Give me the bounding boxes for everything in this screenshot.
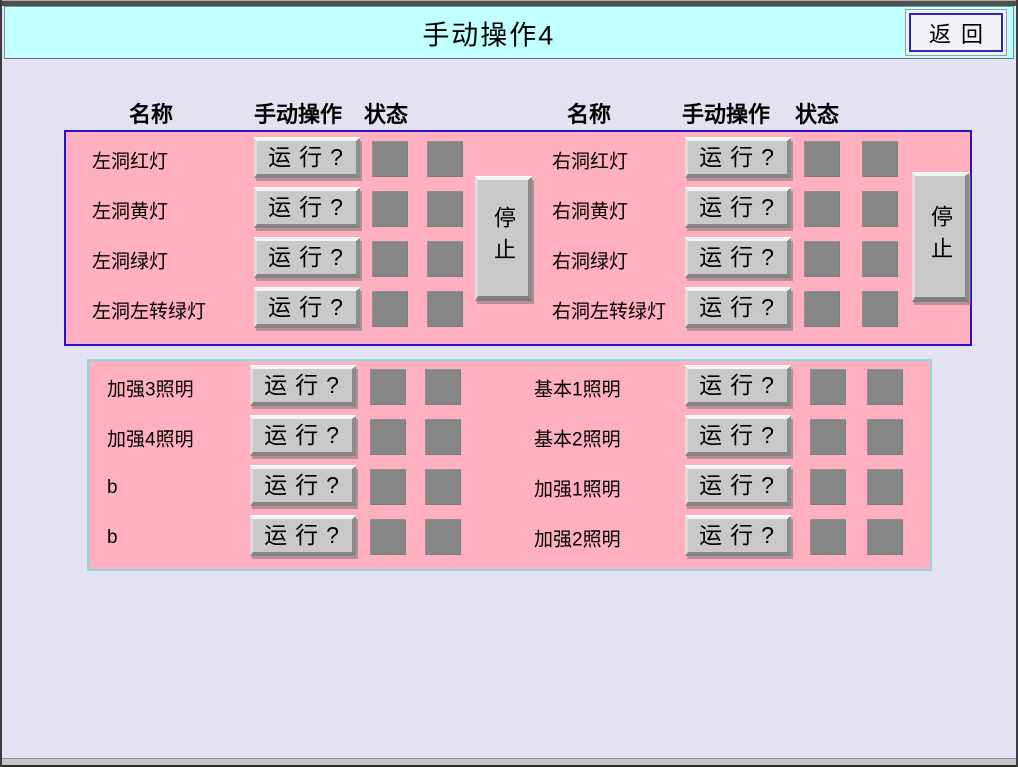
device-label: 加强3照明 <box>107 379 194 401</box>
status-indicator <box>804 141 840 177</box>
control-row: 左洞黄灯 运行? <box>66 188 970 232</box>
window-top-edge <box>2 0 1016 6</box>
status-indicator <box>370 519 406 555</box>
control-row: 右洞绿灯 运行? <box>66 238 970 282</box>
run-button[interactable]: 运行? <box>250 416 356 456</box>
status-indicator <box>810 419 846 455</box>
control-row: 右洞左转绿灯 运行? <box>66 288 970 332</box>
device-label: 左洞黄灯 <box>92 201 169 223</box>
control-row: 加强3照明 运行? <box>89 366 930 410</box>
status-indicator <box>372 191 408 227</box>
column-header-manual-operation-right: 手动操作 <box>682 102 771 127</box>
control-row: 左洞左转绿灯 运行? <box>66 288 970 332</box>
status-indicator <box>425 369 461 405</box>
status-indicator <box>862 291 898 327</box>
device-label: b <box>107 477 118 498</box>
status-indicator <box>427 241 463 277</box>
device-label: 右洞黄灯 <box>552 201 629 223</box>
run-button[interactable]: 运行? <box>685 366 791 406</box>
control-row: 加强4照明 运行? <box>89 416 930 460</box>
device-label: 右洞红灯 <box>552 151 629 173</box>
column-header-status-left: 状态 <box>364 102 409 127</box>
run-button[interactable]: 运行? <box>685 288 791 328</box>
window-bottom-edge <box>2 758 1016 767</box>
status-indicator <box>862 191 898 227</box>
stop-button-left[interactable]: 停止 <box>475 177 532 301</box>
status-indicator <box>370 469 406 505</box>
column-header-status-right: 状态 <box>795 102 840 127</box>
run-button[interactable]: 运行? <box>250 466 356 506</box>
device-label: 基本1照明 <box>534 379 621 401</box>
device-label: 左洞绿灯 <box>92 251 169 273</box>
control-row: 加强2照明 运行? <box>89 516 930 560</box>
back-button-label: 返回 <box>909 13 1003 52</box>
control-row: b 运行? <box>89 466 930 510</box>
run-button[interactable]: 运行? <box>254 188 360 228</box>
device-label: 基本2照明 <box>534 429 621 451</box>
device-label: 加强2照明 <box>534 529 621 551</box>
title-bar: 手动操作4 返回 <box>4 6 1014 59</box>
run-button[interactable]: 运行? <box>685 138 791 178</box>
status-indicator <box>804 241 840 277</box>
control-row: 左洞绿灯 运行? <box>66 238 970 282</box>
control-row: 基本1照明 运行? <box>89 366 930 410</box>
back-button[interactable]: 返回 <box>905 9 1007 56</box>
device-label: 加强1照明 <box>534 479 621 501</box>
column-header-name-left: 名称 <box>129 102 174 127</box>
status-indicator <box>372 291 408 327</box>
run-button[interactable]: 运行? <box>250 366 356 406</box>
status-indicator <box>372 241 408 277</box>
status-indicator <box>372 141 408 177</box>
control-row: 加强1照明 运行? <box>89 466 930 510</box>
status-indicator <box>867 369 903 405</box>
run-button[interactable]: 运行? <box>685 416 791 456</box>
device-label: b <box>107 527 118 548</box>
status-indicator <box>804 291 840 327</box>
status-indicator <box>810 369 846 405</box>
status-indicator <box>862 141 898 177</box>
run-button[interactable]: 运行? <box>250 516 356 556</box>
control-row: 右洞黄灯 运行? <box>66 188 970 232</box>
lighting-panel: 加强3照明 运行? 加强4照明 运行? b 运行? b 运行? 基本1照明 运行… <box>87 359 932 571</box>
status-indicator <box>425 419 461 455</box>
column-header-manual-operation-left: 手动操作 <box>254 102 343 127</box>
status-indicator <box>810 519 846 555</box>
page-title: 手动操作4 <box>422 20 556 50</box>
status-indicator <box>425 519 461 555</box>
run-button[interactable]: 运行? <box>254 138 360 178</box>
control-row: 基本2照明 运行? <box>89 416 930 460</box>
status-indicator <box>810 469 846 505</box>
device-label: 左洞左转绿灯 <box>92 301 207 323</box>
run-button[interactable]: 运行? <box>685 188 791 228</box>
status-indicator <box>867 519 903 555</box>
control-row: 右洞红灯 运行? <box>66 138 970 182</box>
status-indicator <box>867 469 903 505</box>
status-indicator <box>427 141 463 177</box>
run-button[interactable]: 运行? <box>254 238 360 278</box>
run-button[interactable]: 运行? <box>685 516 791 556</box>
device-label: 左洞红灯 <box>92 151 169 173</box>
run-button[interactable]: 运行? <box>685 466 791 506</box>
device-label: 加强4照明 <box>107 429 194 451</box>
status-indicator <box>370 419 406 455</box>
traffic-lights-panel: 左洞红灯 运行? 左洞黄灯 运行? 左洞绿灯 运行? 左洞左转绿灯 运行? 右洞… <box>64 130 972 346</box>
device-label: 右洞绿灯 <box>552 251 629 273</box>
status-indicator <box>427 191 463 227</box>
device-label: 右洞左转绿灯 <box>552 301 667 323</box>
run-button[interactable]: 运行? <box>254 288 360 328</box>
run-button[interactable]: 运行? <box>685 238 791 278</box>
status-indicator <box>370 369 406 405</box>
status-indicator <box>425 469 461 505</box>
control-row: 左洞红灯 运行? <box>66 138 970 182</box>
status-indicator <box>427 291 463 327</box>
control-row: b 运行? <box>89 516 930 560</box>
status-indicator <box>867 419 903 455</box>
status-indicator <box>804 191 840 227</box>
stop-button-right[interactable]: 停止 <box>912 173 969 302</box>
status-indicator <box>862 241 898 277</box>
column-header-name-right: 名称 <box>567 102 612 127</box>
